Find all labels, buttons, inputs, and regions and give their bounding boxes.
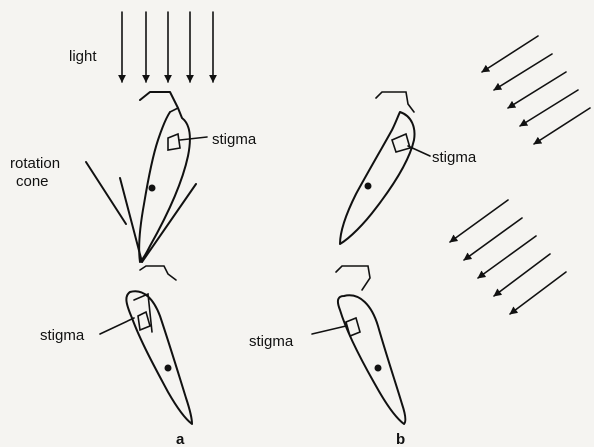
- stigma-pointer: [180, 137, 207, 140]
- caption-a: a: [176, 431, 185, 447]
- euglena-cell-a-top: [139, 92, 190, 262]
- light-arrows-diagonal-lower: [450, 200, 566, 314]
- nucleus-icon: [375, 365, 382, 372]
- stigma-label-b-bottom: stigma: [249, 333, 294, 350]
- rotation-cone-label-line1: rotation: [10, 155, 60, 172]
- nucleus-icon: [149, 185, 156, 192]
- panel-a: light stigma rotation cone stigma a: [10, 12, 257, 447]
- stigma-pointer: [100, 318, 134, 334]
- euglena-cell-a-bottom: [126, 266, 192, 424]
- rotation-cone-label-line2: cone: [16, 173, 49, 190]
- stigma-label-a-bottom: stigma: [40, 327, 85, 344]
- stigma-label-b-top: stigma: [432, 149, 477, 166]
- light-label: light: [69, 48, 97, 65]
- stigma-pointer: [312, 326, 346, 334]
- light-arrows-diagonal-upper: [482, 36, 590, 144]
- rotation-cone: [86, 162, 196, 262]
- panel-b: stigma stigma b: [249, 36, 590, 447]
- euglena-cell-b-bottom: [336, 266, 405, 424]
- stigma-label-a-top: stigma: [212, 131, 257, 148]
- nucleus-icon: [165, 365, 172, 372]
- caption-b: b: [396, 431, 405, 447]
- nucleus-icon: [365, 183, 372, 190]
- euglena-cell-b-top: [340, 92, 414, 244]
- light-arrows-vertical: [122, 12, 213, 82]
